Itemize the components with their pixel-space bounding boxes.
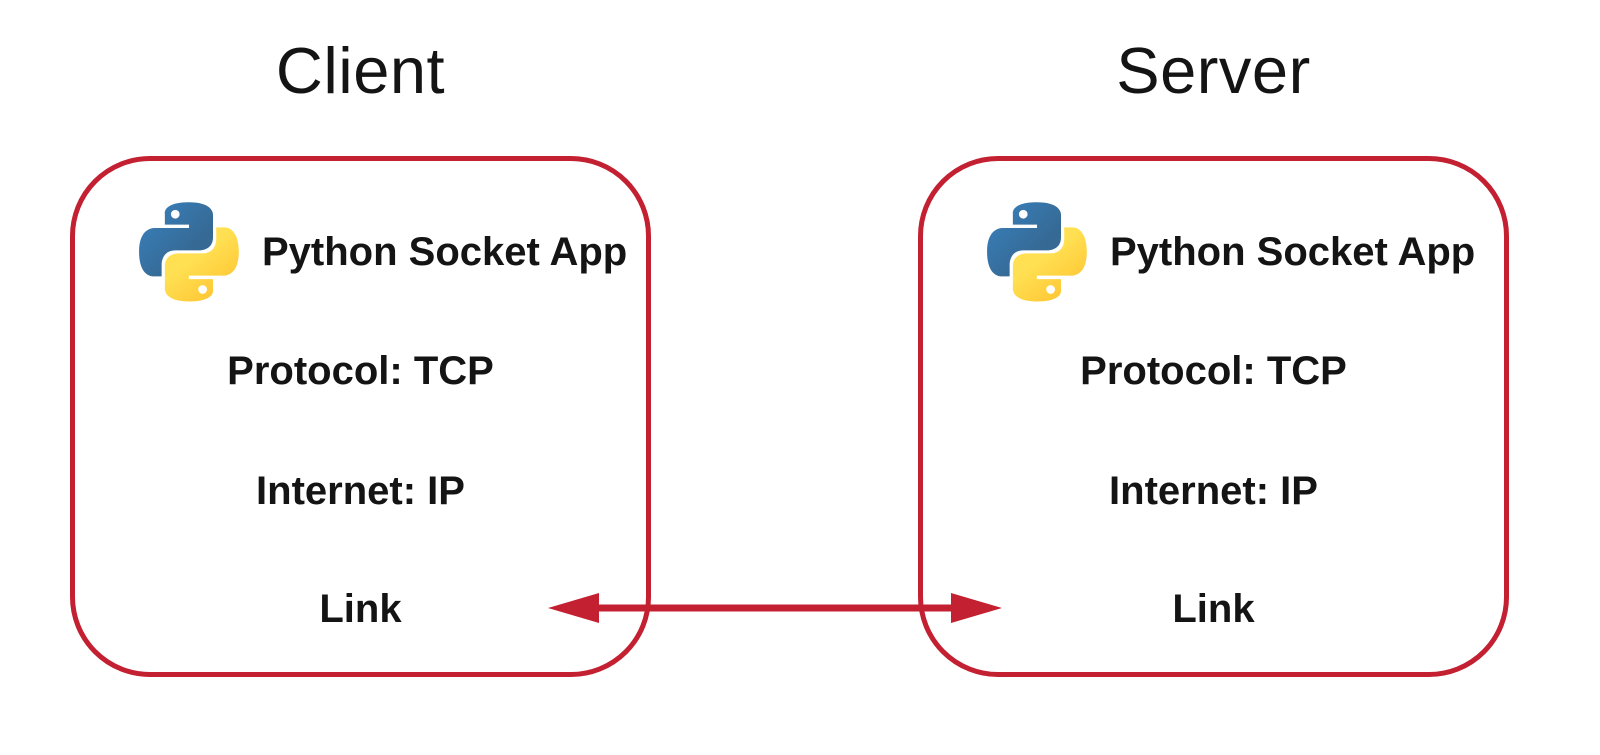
client-link-label: Link [319, 587, 402, 631]
node-server: Python Socket App Protocol: TCP Internet… [918, 156, 1509, 677]
client-app-label: Python Socket App [262, 229, 628, 274]
node-client: Python Socket App Protocol: TCP Internet… [70, 156, 651, 677]
client-protocol-label: Protocol: TCP [227, 349, 494, 393]
link-arrow [548, 593, 1002, 623]
client-title: Client [275, 34, 446, 107]
server-app-label: Python Socket App [1110, 229, 1476, 274]
server-protocol-label: Protocol: TCP [1080, 349, 1347, 393]
arrow-head-left [548, 593, 599, 623]
server-title: Server [1116, 34, 1311, 107]
client-internet-label: Internet: IP [256, 469, 465, 513]
arrow-head-right [951, 593, 1002, 623]
client-app-row: Python Socket App [75, 201, 646, 303]
python-logo-icon [987, 202, 1087, 302]
server-internet-label: Internet: IP [1109, 469, 1318, 513]
python-logo-icon [139, 202, 239, 302]
server-app-row: Python Socket App [923, 201, 1504, 303]
server-link-label: Link [1172, 587, 1255, 631]
